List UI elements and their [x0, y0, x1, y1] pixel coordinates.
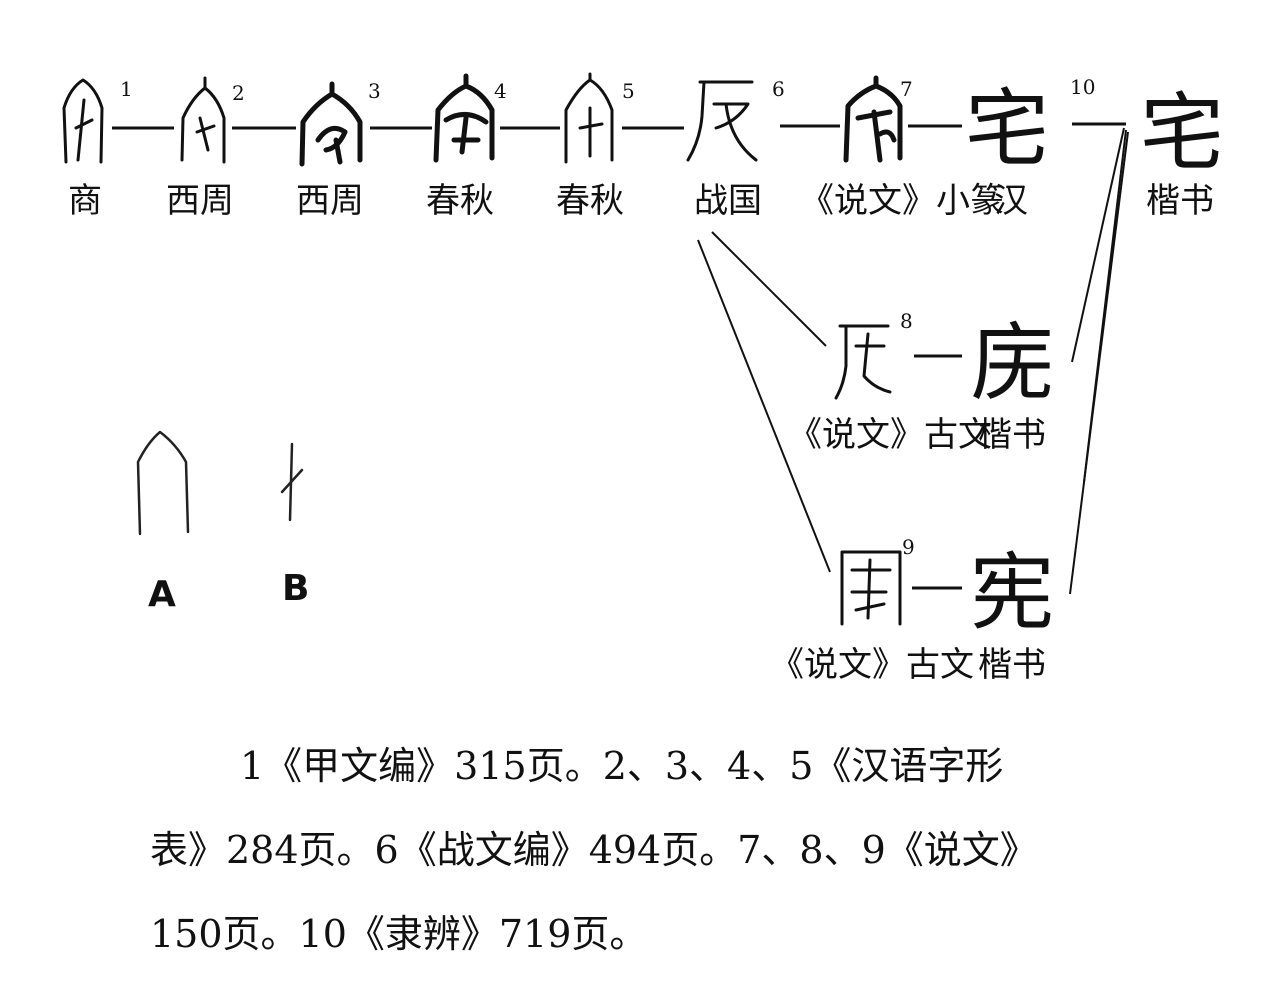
caption-line-3: 150页。10《隶辨》719页。 — [150, 892, 1160, 976]
kaishu-char-9: 宪 — [970, 544, 1054, 642]
component-a-label: A — [148, 574, 176, 615]
branch9-label-kaishu: 楷书 — [978, 645, 1046, 685]
caption-text-1: 1《甲文编》315页。2、3、4、5《汉语字形 — [240, 744, 1004, 788]
glyph-8-ancient-script — [834, 324, 892, 400]
ref-number-3: 3 — [368, 79, 381, 103]
branch-connectors — [697, 127, 1129, 595]
period-label-shang: 商 — [68, 181, 102, 221]
kaishu-char-top: 宅 — [1140, 84, 1224, 182]
ref-number-10: 10 — [1070, 75, 1095, 99]
component-a-roof-glyph — [136, 430, 190, 536]
caption-text-2: 表》284页。6《战文编》494页。7、8、9《说文》 — [150, 828, 1038, 872]
branch9-label-ancient: 《说文》古文 — [770, 645, 974, 685]
caption-line-2: 表》284页。6《战文编》494页。7、8、9《说文》 — [150, 808, 1160, 892]
glyph-9-ancient-script — [840, 550, 902, 626]
period-label-western-zhou-2: 西周 — [296, 181, 364, 221]
component-b-stroke-glyph — [280, 442, 304, 522]
period-label-warring-states: 战国 — [694, 181, 762, 221]
han-dynasty-char: 宅 — [965, 80, 1049, 178]
glyph-5-spring-autumn — [564, 72, 614, 164]
ref-number-9: 9 — [902, 535, 915, 559]
branch8-label-kaishu: 楷书 — [978, 415, 1046, 455]
period-label-spring-autumn-2: 春秋 — [556, 181, 624, 221]
caption-text-3: 150页。10《隶辨》719页。 — [150, 912, 648, 956]
period-label-han: 汉 — [994, 181, 1028, 221]
branch8-label-ancient: 《说文》古文 — [788, 415, 992, 455]
glyph-2-western-zhou — [180, 76, 226, 164]
glyph-1-shang — [62, 78, 104, 164]
glyph-7-small-seal — [843, 75, 903, 163]
caption-line-1: 1《甲文编》315页。2、3、4、5《汉语字形 — [150, 724, 1160, 808]
component-b-label: B — [282, 568, 309, 609]
ref-number-7: 7 — [900, 77, 913, 101]
period-label-western-zhou-1: 西周 — [166, 181, 234, 221]
period-label-spring-autumn-1: 春秋 — [426, 181, 494, 221]
source-caption: 1《甲文编》315页。2、3、4、5《汉语字形 表》284页。6《战文编》494… — [150, 724, 1160, 976]
kaishu-char-8: 庑 — [970, 314, 1054, 412]
ref-number-1: 1 — [120, 77, 133, 101]
evolution-dashes-top — [112, 122, 1126, 130]
ref-number-4: 4 — [494, 79, 507, 103]
ref-number-5: 5 — [622, 79, 635, 103]
ref-number-6: 6 — [772, 77, 785, 101]
glyph-6-warring-states — [686, 80, 758, 162]
ref-number-8: 8 — [900, 309, 913, 333]
period-label-small-seal: 《说文》小篆 — [800, 181, 1004, 221]
ref-number-2: 2 — [232, 81, 245, 105]
glyph-4-spring-autumn — [433, 73, 495, 163]
period-label-kaishu: 楷书 — [1146, 181, 1214, 221]
glyph-3-western-zhou — [299, 81, 363, 167]
